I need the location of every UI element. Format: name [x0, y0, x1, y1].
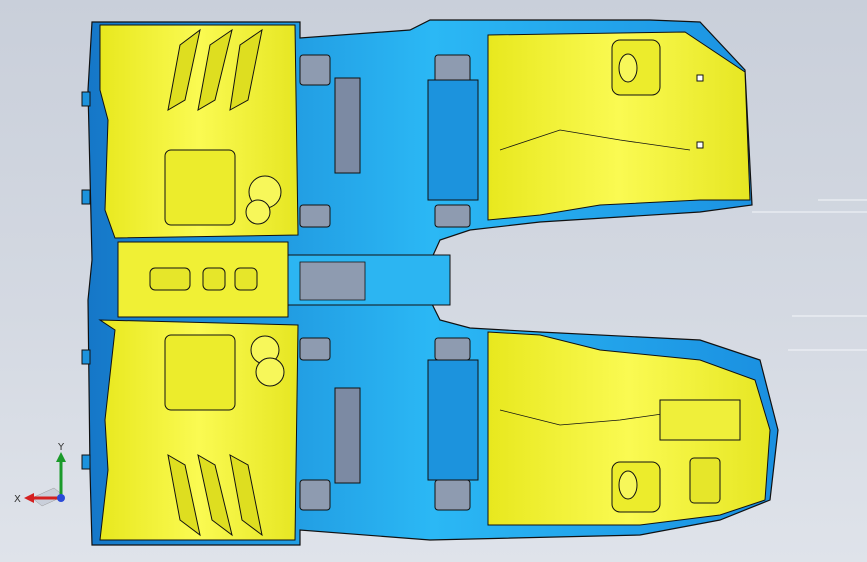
- seat-channel-bottom: [334, 387, 361, 484]
- spare-well-top: [164, 149, 236, 226]
- sq-hole-2: [696, 141, 704, 149]
- seat-pocket-bottom-3: [299, 479, 331, 511]
- front-floor-bottom-ridge: [499, 409, 691, 426]
- rib-bottom-1: [167, 454, 201, 537]
- crossmember-hole-1: [149, 267, 191, 291]
- sq-hole-1: [696, 74, 704, 82]
- rib-top-1: [167, 28, 201, 111]
- y-axis-label: Y: [57, 442, 65, 453]
- seat-pocket-top-1: [299, 54, 331, 86]
- x-axis-label: X: [14, 494, 21, 505]
- side-tab-2: [81, 189, 91, 205]
- rib-bottom-2: [197, 453, 233, 537]
- seat-pocket-top-4: [434, 204, 471, 228]
- bolt-hole-top: [618, 53, 638, 83]
- rib-top-3: [229, 28, 263, 111]
- crossmember-hole-2: [202, 267, 226, 291]
- x-axis-head: [24, 493, 34, 503]
- y-axis-head: [56, 452, 66, 462]
- seat-pocket-bottom-1: [299, 337, 331, 361]
- heel-rail-bottom: [427, 359, 479, 481]
- seat-pocket-bottom-4: [434, 479, 471, 511]
- heel-rail-top: [427, 79, 479, 201]
- front-floor-top: [487, 31, 751, 221]
- front-box-bottom: [659, 399, 741, 441]
- side-tab-4: [81, 454, 91, 470]
- front-pocket-bottom: [689, 457, 721, 504]
- side-tab-3: [81, 349, 91, 365]
- crossmember-hole-3: [234, 267, 258, 291]
- seat-pocket-top-3: [299, 204, 331, 228]
- side-tab-1: [81, 91, 91, 107]
- bolt-hole-bottom: [618, 470, 638, 500]
- seat-pocket-bottom-2: [434, 337, 471, 361]
- front-floor-top-ridge: [499, 129, 691, 151]
- axis-triad[interactable]: Y X: [14, 440, 74, 510]
- rib-bottom-3: [229, 454, 263, 537]
- z-axis-dot: [57, 494, 65, 502]
- spare-well-bottom: [164, 334, 236, 411]
- rib-top-2: [197, 28, 233, 111]
- tunnel-notch: [299, 261, 366, 301]
- drain-hole-bottom-2: [255, 357, 285, 387]
- seat-channel-top: [334, 77, 361, 174]
- drain-hole-top-2: [245, 199, 271, 225]
